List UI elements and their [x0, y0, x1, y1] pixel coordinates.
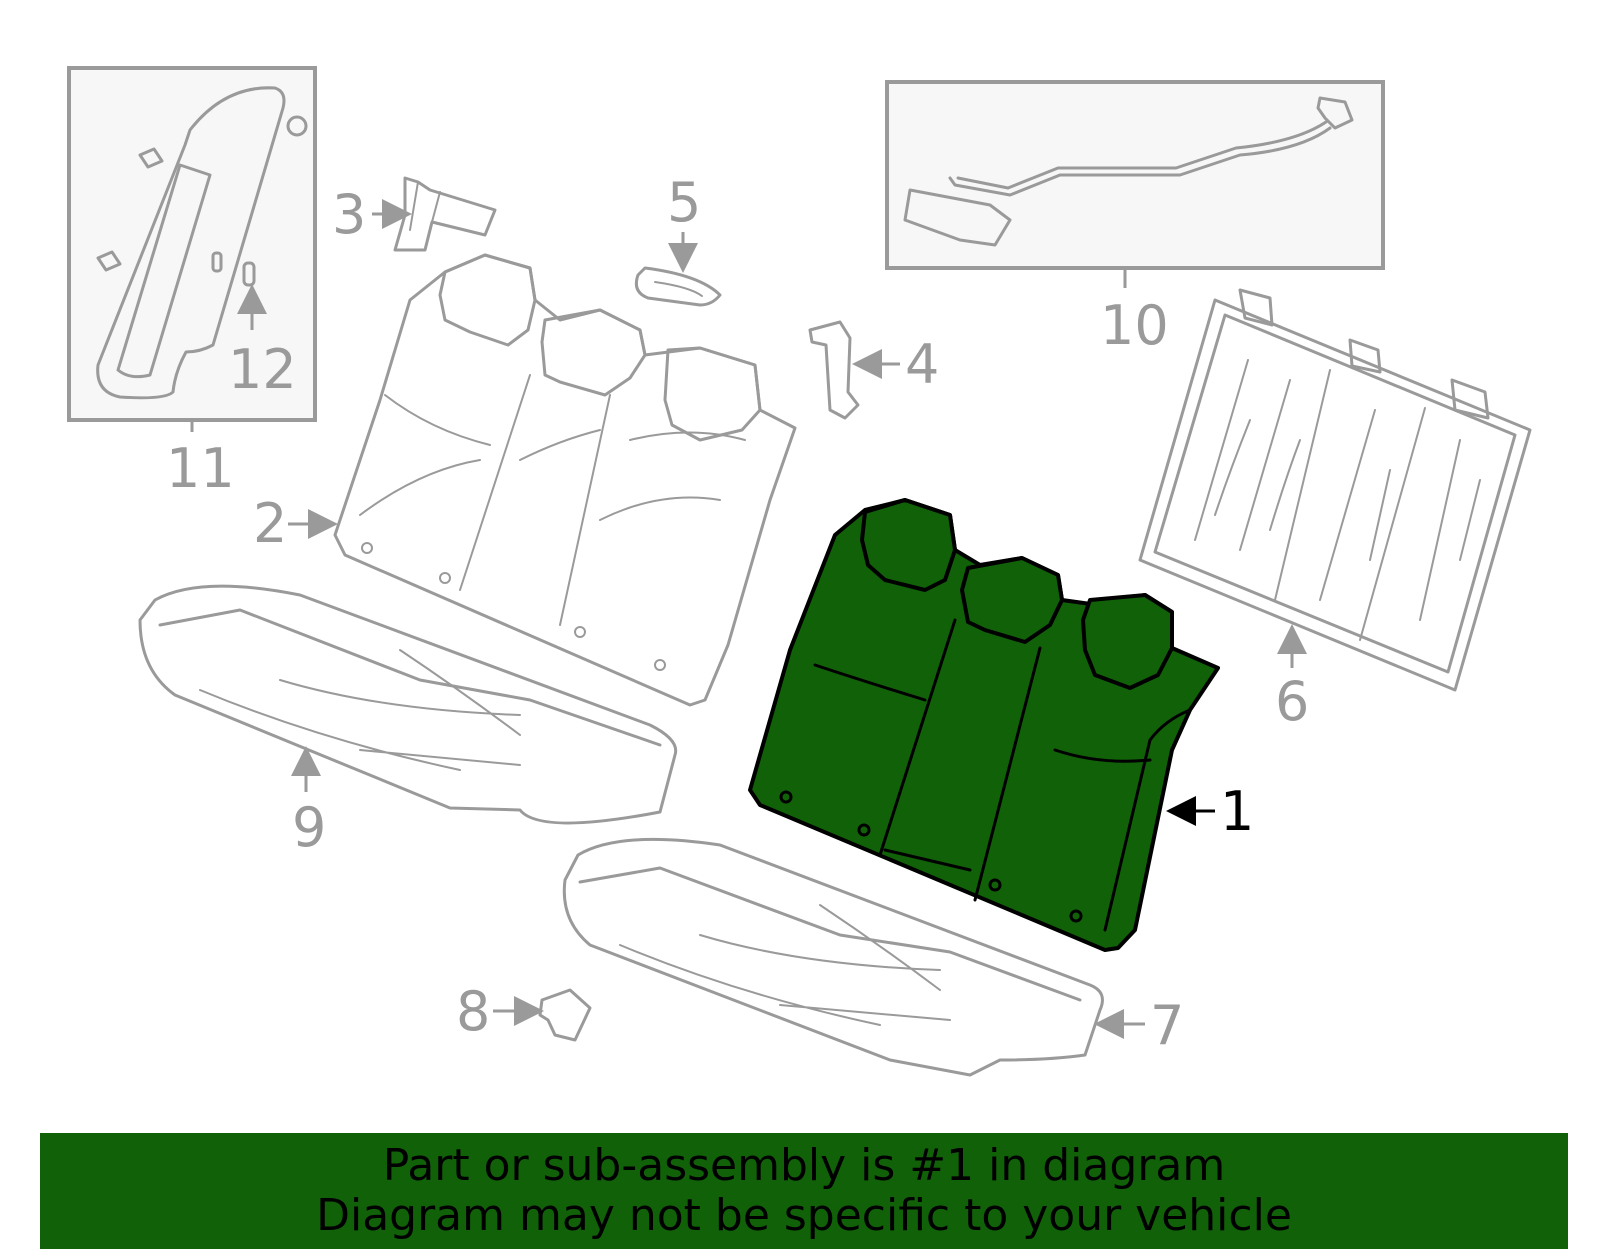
part-1-seat-back-highlighted — [748, 498, 1220, 952]
banner-line-disclaimer: Diagram may not be specific to your vehi… — [316, 1190, 1292, 1241]
callout-2: 2 — [253, 492, 287, 555]
callout-7: 7 — [1150, 994, 1184, 1057]
part-10-inset-box — [885, 80, 1385, 288]
part-3-bracket — [372, 176, 497, 252]
part-11-inset-box — [67, 66, 317, 432]
part-7-seat-cushion — [562, 837, 1145, 1077]
part-8-bracket — [493, 988, 592, 1042]
callout-3: 3 — [332, 183, 366, 246]
info-banner: Part or sub-assembly is #1 in diagram Di… — [40, 1133, 1568, 1249]
callout-6: 6 — [1275, 670, 1309, 733]
callout-11: 11 — [166, 437, 235, 500]
part-6-frame — [1138, 288, 1532, 692]
callout-10: 10 — [1100, 294, 1169, 357]
banner-line-part-info: Part or sub-assembly is #1 in diagram — [382, 1140, 1226, 1191]
callout-4: 4 — [905, 333, 939, 396]
callout-1: 1 — [1220, 780, 1254, 843]
callout-9: 9 — [292, 796, 326, 859]
part-9-seat-cushion — [138, 584, 678, 825]
callout-12: 12 — [228, 338, 297, 401]
callout-8: 8 — [456, 980, 490, 1043]
part-4-bracket — [808, 320, 900, 420]
callout-5: 5 — [667, 171, 701, 234]
part-2-seat-back — [288, 253, 797, 707]
part-5-clip — [634, 232, 722, 307]
